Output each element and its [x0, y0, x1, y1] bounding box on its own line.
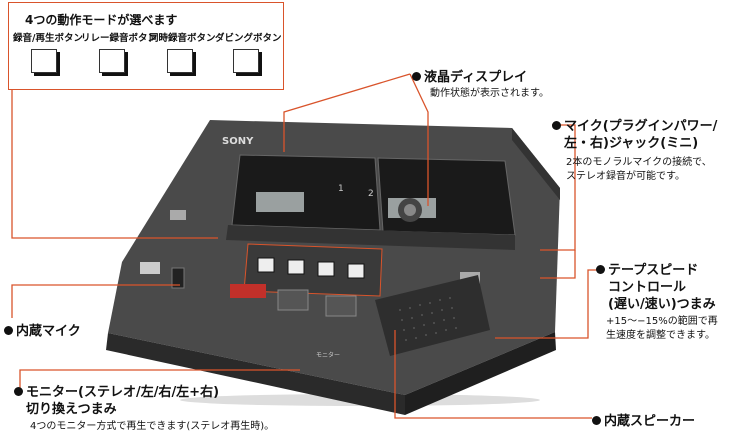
legend-dubbing-key — [233, 49, 259, 73]
device-key-record[interactable] — [257, 257, 275, 273]
legend-record-play-button: 録音/再生ボタン — [13, 30, 83, 73]
legend-dubbing-button: ダビングボタン — [215, 30, 282, 73]
deck-2-window — [377, 157, 516, 236]
deck-2-reel-hub-icon — [404, 204, 416, 216]
callout-mic-jack: マイク(プラグインパワー/ 左・右)ジャック(ミニ) — [552, 118, 717, 152]
callout-monitor-title-2: 切り換えつまみ — [26, 402, 117, 417]
callout-tape-speed-desc-1: +15〜−15%の範囲で再 — [606, 316, 718, 327]
deck-2-number: 2 — [368, 189, 374, 199]
callout-mic-jack-desc: 2本のモノラルマイクの接続で、 ステレオ録音が可能です。 — [566, 156, 712, 184]
callout-tape-speed: テープスピード コントロール (遅い/速い)つまみ — [596, 262, 716, 313]
deck-1-window — [231, 154, 381, 231]
mode-selector-legend: 4つの動作モードが選べます 録音/再生ボタン リレー録音ボタン 同時録音ボタン … — [8, 2, 284, 90]
callout-monitor: モニター(ステレオ/左/右/左+右) 切り換えつまみ — [14, 384, 219, 418]
legend-dubbing-label: ダビングボタン — [215, 33, 282, 44]
callout-tape-speed-title-2: コントロール — [608, 280, 687, 295]
callout-builtin-mic-title: 内蔵マイク — [16, 324, 81, 339]
legend-simultaneous-label: 同時録音ボタン — [149, 33, 216, 44]
stop-button[interactable] — [325, 295, 357, 317]
speaker-grille-dots — [399, 297, 457, 341]
callout-mic-jack-title-2: 左・右)ジャック(ミニ) — [564, 136, 699, 151]
bullet-icon — [592, 416, 601, 425]
record-button[interactable] — [230, 284, 266, 298]
legend-relay-key — [99, 49, 125, 73]
device-right-edge — [512, 128, 560, 200]
callout-tape-speed-title-3: (遅い/速い)つまみ — [608, 297, 716, 312]
callout-tape-speed-desc: +15〜−15%の範囲で再 生速度を調整できます。 — [606, 315, 718, 343]
deck-1-lcd — [256, 192, 304, 212]
mic-slot — [171, 267, 185, 289]
speaker-grille — [375, 275, 490, 356]
device-right-face — [405, 332, 556, 415]
deck-1-number: 1 — [338, 184, 344, 194]
control-strip — [226, 225, 515, 250]
device-key-relay[interactable] — [287, 259, 305, 275]
brand-logo: SONY — [222, 136, 254, 147]
bullet-icon — [14, 387, 23, 396]
bullet-icon — [4, 326, 13, 335]
callout-lcd-title: 液晶ディスプレイ — [424, 70, 528, 85]
device-key-simul[interactable] — [317, 261, 335, 277]
callout-mic-jack-desc-1: 2本のモノラルマイクの接続で、 — [566, 157, 712, 168]
callout-tape-speed-desc-2: 生速度を調整できます。 — [606, 330, 715, 341]
callout-mic-jack-desc-2: ステレオ録音が可能です。 — [566, 171, 685, 182]
callout-mic-jack-title-1: マイク(プラグインパワー/ — [564, 119, 718, 134]
legend-relay-label: リレー録音ボタン — [81, 33, 158, 44]
legend-simultaneous-button: 同時録音ボタン — [149, 30, 216, 73]
callout-lcd-desc: 動作状態が表示されます。 — [430, 88, 549, 99]
mode-panel-title: 4つの動作モードが選べます — [25, 13, 178, 27]
callout-speaker-title: 内蔵スピーカー — [604, 414, 696, 429]
callout-builtin-mic: 内蔵マイク — [4, 320, 81, 339]
legend-simultaneous-key — [167, 49, 193, 73]
pause-button[interactable] — [277, 289, 309, 311]
device-mode-panel — [243, 243, 383, 297]
bullet-icon — [596, 265, 605, 274]
device-key-dubbing[interactable] — [347, 263, 365, 279]
callout-monitor-title-1: モニター(ステレオ/左/右/左+右) — [26, 385, 220, 400]
bullet-icon — [552, 121, 561, 130]
callout-tape-speed-title-1: テープスピード — [608, 263, 699, 278]
callout-monitor-desc: 4つのモニター方式で再生できます(ステレオ再生時)。 — [30, 421, 275, 432]
device-front-face — [106, 333, 405, 415]
bullet-icon — [412, 72, 421, 81]
legend-record-play-key — [31, 49, 57, 73]
callout-speaker: 内蔵スピーカー — [592, 410, 695, 429]
legend-record-play-label: 録音/再生ボタン — [13, 33, 83, 44]
callout-leaders — [11, 73, 600, 419]
device-monitor-label: モニター — [316, 351, 340, 359]
left-switch[interactable] — [140, 262, 160, 274]
legend-relay-button: リレー録音ボタン — [81, 30, 158, 73]
callout-lcd: 液晶ディスプレイ — [412, 66, 527, 85]
left-speed-knob[interactable] — [170, 210, 186, 220]
